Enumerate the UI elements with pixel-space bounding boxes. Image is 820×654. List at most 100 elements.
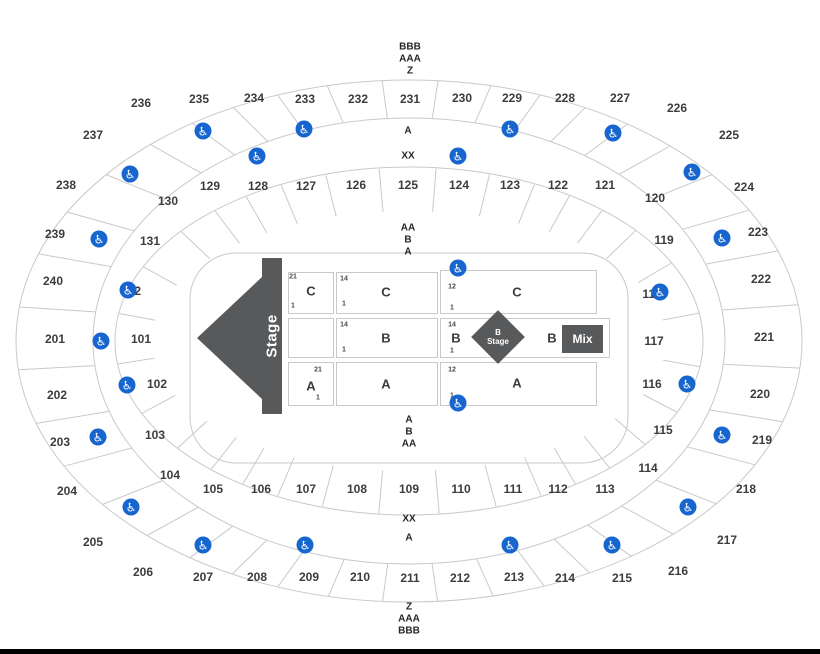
wheelchair-icon[interactable]: ♿ [92,332,110,350]
section-200-label[interactable]: 209 [298,570,320,584]
section-200-label[interactable]: 225 [718,128,740,142]
section-200-label[interactable]: 215 [611,571,633,585]
wheelchair-icon[interactable]: ♿ [90,230,108,248]
floor-section-label[interactable]: A [306,378,316,394]
wheelchair-icon[interactable]: ♿ [679,498,697,516]
section-200-label[interactable]: 229 [501,91,523,105]
section-200-label[interactable]: 218 [735,482,757,496]
section-200-label[interactable]: 205 [82,535,104,549]
section-200-label[interactable]: 232 [347,92,369,106]
wheelchair-icon[interactable]: ♿ [603,536,621,554]
section-200-label[interactable]: 240 [42,274,64,288]
wheelchair-icon[interactable]: ♿ [678,375,696,393]
floor-section-label[interactable]: C [512,284,522,300]
wheelchair-icon[interactable]: ♿ [295,120,313,138]
wheelchair-icon[interactable]: ♿ [449,259,467,277]
section-100-label[interactable]: 130 [157,194,179,208]
wheelchair-icon[interactable]: ♿ [122,498,140,516]
section-200-label[interactable]: 238 [55,178,77,192]
wheelchair-icon[interactable]: ♿ [449,147,467,165]
wheelchair-icon[interactable]: ♿ [121,165,139,183]
section-100-label[interactable]: 111 [503,482,523,496]
floor-section-a-mid[interactable] [336,362,438,406]
floor-section-label[interactable]: A [512,375,522,391]
section-100-label[interactable]: 109 [398,482,420,496]
section-100-label[interactable]: 122 [547,178,569,192]
floor-section-label[interactable]: C [306,283,316,299]
section-200-label[interactable]: 207 [192,570,214,584]
section-100-label[interactable]: 120 [644,191,666,205]
section-200-label[interactable]: 212 [449,571,471,585]
section-100-label[interactable]: 113 [595,482,615,496]
section-200-label[interactable]: 233 [294,92,316,106]
floor-section-c-mid[interactable] [336,272,438,314]
section-100-label[interactable]: 103 [144,428,166,442]
section-200-label[interactable]: 219 [751,433,773,447]
wheelchair-icon[interactable]: ♿ [194,122,212,140]
floor-section-label[interactable]: B [547,330,557,346]
section-200-label[interactable]: 213 [503,570,525,584]
floor-section-c-left[interactable] [288,272,334,314]
section-100-label[interactable]: 129 [199,179,221,193]
wheelchair-icon[interactable]: ♿ [194,536,212,554]
section-200-label[interactable]: 201 [44,332,66,346]
wheelchair-icon[interactable]: ♿ [248,147,266,165]
section-200-label[interactable]: 221 [753,330,775,344]
wheelchair-icon[interactable]: ♿ [449,394,467,412]
section-200-label[interactable]: 206 [132,565,154,579]
section-200-label[interactable]: 204 [56,484,78,498]
wheelchair-icon[interactable]: ♿ [501,120,519,138]
section-100-label[interactable]: 114 [638,461,658,475]
wheelchair-icon[interactable]: ♿ [501,536,519,554]
section-200-label[interactable]: 224 [733,180,755,194]
section-200-label[interactable]: 210 [349,570,371,584]
floor-section-b-left[interactable] [288,318,334,358]
section-100-label[interactable]: 123 [499,178,521,192]
section-200-label[interactable]: 228 [554,91,576,105]
section-100-label[interactable]: 128 [247,179,269,193]
section-100-label[interactable]: 110 [451,482,471,496]
floor-section-a-right[interactable] [440,362,597,406]
section-100-label[interactable]: 101 [130,332,152,346]
wheelchair-icon[interactable]: ♿ [713,229,731,247]
section-100-label[interactable]: 102 [146,377,168,391]
section-200-label[interactable]: 235 [188,92,210,106]
section-100-label[interactable]: 124 [448,178,470,192]
section-200-label[interactable]: 222 [750,272,772,286]
section-100-label[interactable]: 112 [548,482,568,496]
section-100-label[interactable]: 127 [295,179,317,193]
floor-section-label[interactable]: B [451,330,461,346]
section-200-label[interactable]: 227 [609,91,631,105]
section-200-label[interactable]: 202 [46,388,68,402]
floor-section-label[interactable]: C [381,284,391,300]
section-100-label[interactable]: 125 [397,178,419,192]
section-100-label[interactable]: 131 [139,234,161,248]
section-200-label[interactable]: 237 [82,128,104,142]
floor-section-a-left[interactable] [288,362,334,406]
floor-section-label[interactable]: A [381,376,391,392]
wheelchair-icon[interactable]: ♿ [296,536,314,554]
wheelchair-icon[interactable]: ♿ [604,124,622,142]
section-200-label[interactable]: 216 [667,564,689,578]
section-200-label[interactable]: 231 [399,92,421,106]
section-100-label[interactable]: 115 [653,423,673,437]
wheelchair-icon[interactable]: ♿ [89,428,107,446]
section-100-label[interactable]: 107 [295,482,317,496]
section-100-label[interactable]: 105 [202,482,224,496]
section-200-label[interactable]: 226 [666,101,688,115]
section-200-label[interactable]: 217 [716,533,738,547]
section-200-label[interactable]: 203 [49,435,71,449]
section-200-label[interactable]: 230 [451,91,473,105]
section-200-label[interactable]: 211 [400,571,420,585]
section-100-label[interactable]: 106 [250,482,272,496]
wheelchair-icon[interactable]: ♿ [651,283,669,301]
section-100-label[interactable]: 119 [654,233,674,247]
section-100-label[interactable]: 116 [642,377,662,391]
wheelchair-icon[interactable]: ♿ [713,426,731,444]
section-200-label[interactable]: 220 [749,387,771,401]
section-100-label[interactable]: 108 [346,482,368,496]
section-100-label[interactable]: 104 [159,468,181,482]
floor-section-b-mid[interactable] [336,318,438,358]
section-100-label[interactable]: 126 [345,178,367,192]
section-200-label[interactable]: 234 [243,91,265,105]
